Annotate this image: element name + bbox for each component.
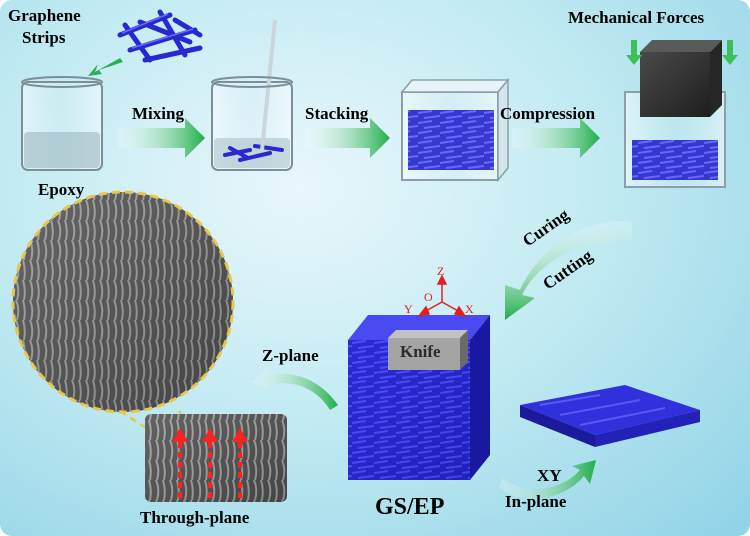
axis-z-label: Z (437, 264, 445, 278)
epoxy-label: Epoxy (38, 180, 85, 199)
mixing-arrow (118, 118, 205, 158)
graphene-strips-label-2: Strips (22, 28, 66, 47)
stirring-rod-icon (260, 19, 277, 151)
compression-box-icon (624, 40, 726, 188)
mixing-label: Mixing (132, 104, 184, 123)
zplane-arrow (252, 365, 338, 410)
sem-circle-zplane (11, 190, 235, 414)
axis-x-label: X (465, 302, 474, 316)
add-strips-arrow (88, 58, 123, 76)
axes-icon (417, 274, 467, 318)
knife-label: Knife (400, 342, 441, 361)
in-plane-sheet-icon (520, 385, 700, 447)
mechanical-forces-label: Mechanical Forces (568, 8, 705, 27)
through-plane-label: Through-plane (140, 508, 250, 527)
compression-arrow (512, 118, 600, 158)
beaker-epoxy-icon (21, 76, 103, 171)
xy-label: XY (537, 466, 562, 485)
xy-arrow (500, 460, 596, 499)
graphene-strips-icon (117, 9, 203, 63)
axis-y-label: Y (404, 302, 413, 316)
z-plane-label: Z-plane (262, 346, 319, 365)
axis-o-label: O (424, 290, 433, 304)
sem-rect-throughplane (145, 414, 287, 502)
graphene-strips-label-1: Graphene (8, 6, 81, 25)
curing-cutting-arrow (505, 220, 632, 320)
stacking-arrow (305, 118, 390, 158)
press-block-icon (640, 40, 722, 117)
mechanical-force-arrows (626, 40, 738, 65)
knife-icon (388, 330, 468, 370)
stacked-strips-box-icon (400, 77, 510, 183)
in-plane-label: In-plane (505, 492, 567, 511)
stacking-label: Stacking (305, 104, 369, 123)
gs-ep-label: GS/EP (375, 494, 445, 520)
compression-label: Compression (500, 104, 596, 123)
beaker-mixing-icon (211, 19, 293, 171)
